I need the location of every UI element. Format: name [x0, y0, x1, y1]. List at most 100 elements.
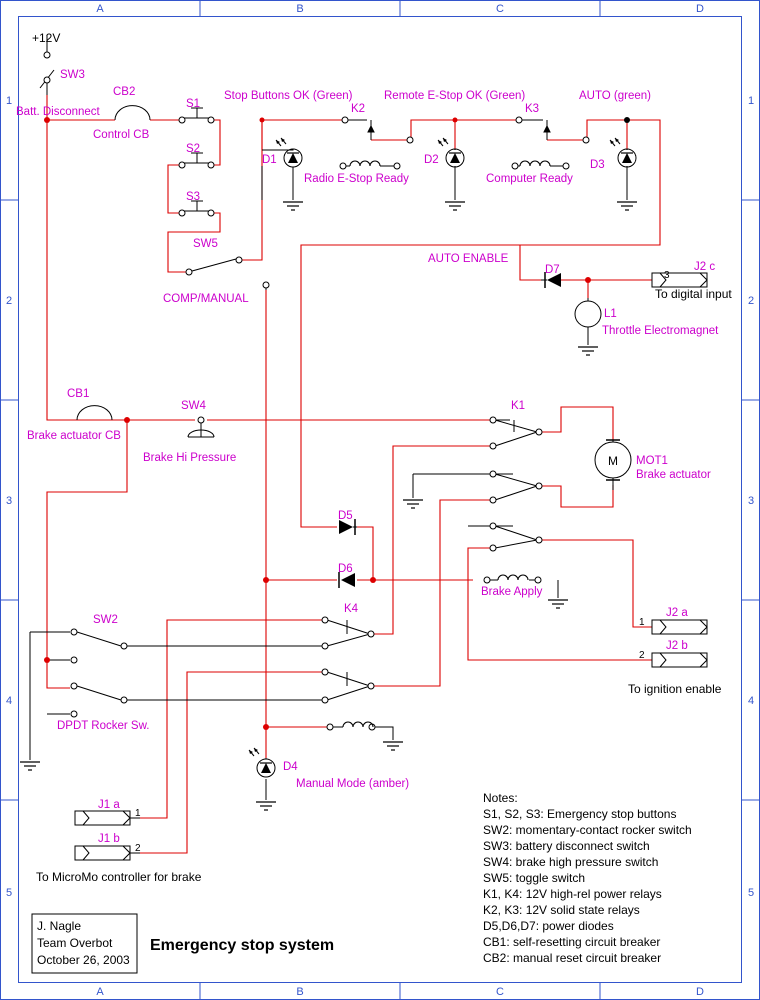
- throttle-label: Throttle Electromagnet: [602, 325, 719, 337]
- connector-leads: [130, 817, 140, 854]
- ground-icon: [444, 201, 466, 211]
- author-name: J. Nagle: [37, 919, 81, 933]
- dpdt-label: DPDT Rocker Sw.: [57, 720, 149, 732]
- ground-icon: [616, 201, 638, 211]
- ground-icon: [282, 201, 304, 211]
- grid-row-4: 4: [6, 695, 12, 707]
- k4-label: K4: [344, 603, 359, 615]
- grid-col-c: C: [496, 3, 504, 15]
- d1-led-icon: [275, 137, 303, 168]
- stop-ok-label: Stop Buttons OK (Green): [224, 90, 353, 102]
- author-date: October 26, 2003: [37, 953, 130, 967]
- grid-col-a: A: [96, 3, 104, 15]
- sw2-label: SW2: [93, 614, 118, 626]
- d2-led-icon: [437, 137, 465, 168]
- ground-icon: [255, 801, 277, 811]
- j1b-label: J1 b: [98, 833, 120, 845]
- s2-label: S2: [186, 143, 200, 155]
- note-line: CB1: self-resetting circuit breaker: [483, 935, 660, 949]
- notes-heading: Notes:: [483, 791, 518, 805]
- s3-label: S3: [186, 191, 200, 203]
- k4-coil-icon: [342, 721, 374, 728]
- to-digital-label: To digital input: [655, 287, 732, 301]
- j2b-label: J2 b: [666, 640, 688, 652]
- sw3-label: SW3: [60, 69, 85, 81]
- sw5-label: SW5: [193, 238, 218, 250]
- grid-col-d-bottom: D: [696, 986, 704, 998]
- j2c-connector-icon: [651, 272, 708, 288]
- grid-row-3-right: 3: [748, 495, 754, 507]
- j2b-pin-label: 2: [639, 650, 645, 661]
- manual-mode-label: Manual Mode (amber): [296, 778, 409, 790]
- grid-row-2: 2: [6, 295, 12, 307]
- junctions: [44, 117, 630, 730]
- brake-actuator-label: Brake actuator: [636, 469, 711, 481]
- grid-row-4-right: 4: [748, 695, 754, 707]
- note-line: SW5: toggle switch: [483, 871, 585, 885]
- ground-icon: [19, 761, 41, 771]
- component-wiring: [29, 35, 628, 800]
- j1a-pin-label: 1: [135, 808, 141, 819]
- note-line: SW4: brake high pressure switch: [483, 855, 658, 869]
- note-line: D5,D6,D7: power diodes: [483, 919, 614, 933]
- d4-led-icon: [248, 747, 276, 778]
- component-labels: +12V SW3 Batt. Disconnect CB2 Control CB…: [16, 31, 732, 884]
- grid-row-5: 5: [6, 887, 12, 899]
- d3-led-icon: [609, 137, 637, 168]
- ground-icon: [547, 599, 569, 609]
- l1-label: L1: [604, 308, 617, 320]
- cb2-label: CB2: [113, 86, 135, 98]
- grid-col-a-bottom: A: [96, 986, 104, 998]
- page-title: Emergency stop system: [150, 937, 334, 954]
- author-block: J. Nagle Team Overbot October 26, 2003: [31, 913, 138, 974]
- note-line: SW3: battery disconnect switch: [483, 839, 650, 853]
- s1-label: S1: [186, 98, 200, 110]
- ground-icon: [382, 741, 404, 751]
- d7-diode-icon: [541, 272, 561, 288]
- sw4-label: SW4: [181, 400, 207, 412]
- led-leads: [262, 149, 628, 759]
- grid-col-d: D: [696, 3, 704, 15]
- brake-hi-label: Brake Hi Pressure: [143, 452, 236, 464]
- j2a-label: J2 a: [666, 607, 688, 619]
- mot1-motor-icon: M: [594, 439, 632, 490]
- l1-electromagnet-icon: [574, 298, 602, 345]
- batt-disconnect-label: Batt. Disconnect: [16, 106, 101, 118]
- j1b-connector-icon: [74, 845, 131, 861]
- grid-col-c-bottom: C: [496, 986, 504, 998]
- motor-m-label: M: [608, 454, 618, 468]
- ground-icon: [577, 346, 599, 356]
- auto-label: AUTO (green): [579, 90, 651, 102]
- j2c-label: J2 c: [694, 261, 715, 273]
- d3-label: D3: [590, 159, 605, 171]
- d4-label: D4: [283, 761, 298, 773]
- j2a-pin-label: 1: [639, 617, 645, 628]
- k1-label: K1: [511, 400, 525, 412]
- auto-enable-label: AUTO ENABLE: [428, 253, 509, 265]
- note-line: SW2: momentary-contact rocker switch: [483, 823, 692, 837]
- j2c-pin-label: 3: [664, 270, 670, 281]
- comp-manual-label: COMP/MANUAL: [163, 293, 249, 305]
- j1a-label: J1 a: [98, 799, 120, 811]
- control-cb-label: Control CB: [93, 129, 150, 141]
- d2-label: D2: [424, 154, 439, 166]
- brake-apply-coil-icon: [497, 574, 529, 581]
- j1a-connector-icon: [74, 810, 131, 826]
- grid-col-b: B: [296, 3, 303, 15]
- brake-apply-label: Brake Apply: [481, 586, 543, 598]
- grid-row-1-right: 1: [748, 95, 754, 107]
- grid-row-5-right: 5: [748, 887, 754, 899]
- k3-coil-icon: [519, 160, 551, 167]
- grid-row-3: 3: [6, 495, 12, 507]
- ground-icon: [402, 499, 424, 509]
- d6-label: D6: [338, 563, 353, 575]
- wires: [46, 95, 661, 854]
- grid-row-2-right: 2: [748, 295, 754, 307]
- mot1-label: MOT1: [636, 455, 668, 467]
- note-line: K2, K3: 12V solid state relays: [483, 903, 640, 917]
- grid-col-b-bottom: B: [296, 986, 303, 998]
- k2-coil-icon: [349, 160, 381, 167]
- grid-labels: A B C D A B C D 1 2 3 4 5 1 2 3 4 5: [6, 3, 754, 998]
- author-team: Team Overbot: [37, 936, 113, 950]
